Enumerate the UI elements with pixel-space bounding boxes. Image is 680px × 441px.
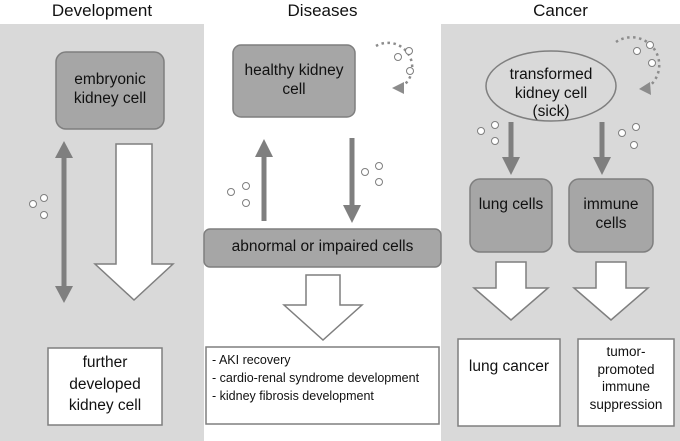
diseases-down-arrow [343, 138, 361, 223]
immune-cells-label: immune cells [583, 196, 639, 232]
immune-cells-node [568, 178, 654, 253]
lung-cells-node [469, 178, 553, 253]
molecule-circles [29, 194, 48, 219]
cancer-right-hollow-arrow [571, 261, 651, 321]
molecule-circles [394, 47, 414, 75]
header-cancer: Cancer [533, 1, 588, 20]
immune-suppression-box [577, 338, 675, 427]
diseases-self-loop [375, 41, 414, 94]
header-diseases: Diseases [287, 1, 358, 20]
diseases-hollow-arrow [282, 274, 364, 342]
further-developed-node [47, 347, 163, 426]
outcome-item: - AKI recovery [212, 353, 291, 367]
lung-cancer-box [457, 338, 561, 427]
transformed-cell-node [485, 50, 617, 122]
outcome-item: - cardio-renal syndrome development [212, 370, 420, 385]
outcome-item: - kidney fibrosis development [212, 388, 374, 403]
transformed-cell-label: transformed kidney cell (sick) [509, 66, 593, 121]
molecule-circles [633, 41, 656, 67]
cancer-left-hollow-arrow [471, 261, 551, 321]
diseases-up-arrow [255, 139, 273, 221]
cancer-self-loop [615, 36, 661, 95]
development-double-arrow [55, 141, 73, 303]
cancer-left-arrow [502, 122, 520, 175]
molecule-circles [227, 162, 383, 207]
abnormal-cells-node [203, 228, 442, 268]
healthy-cell-node [232, 44, 356, 118]
further-developed-label: further developed kidney cell [68, 354, 142, 415]
outcomes-list: - AKI recovery - cardio-renal syndrome d… [212, 352, 436, 405]
embryonic-cell-node [55, 51, 165, 130]
development-hollow-arrow [93, 143, 175, 302]
immune-suppression-label: tumor-promoted immune suppression [589, 344, 663, 412]
header-development: Development [51, 1, 153, 20]
healthy-cell-label: healthy kidney cell [244, 62, 344, 98]
lung-cells-label: lung cells [478, 196, 544, 213]
molecule-circles [477, 121, 640, 149]
abnormal-cells-label: abnormal or impaired cells [231, 238, 414, 255]
outcomes-box [205, 346, 440, 425]
embryonic-cell-label: embryonic kidney cell [73, 71, 147, 107]
lung-cancer-label: lung cancer [468, 358, 550, 375]
cancer-right-arrow [593, 122, 611, 175]
